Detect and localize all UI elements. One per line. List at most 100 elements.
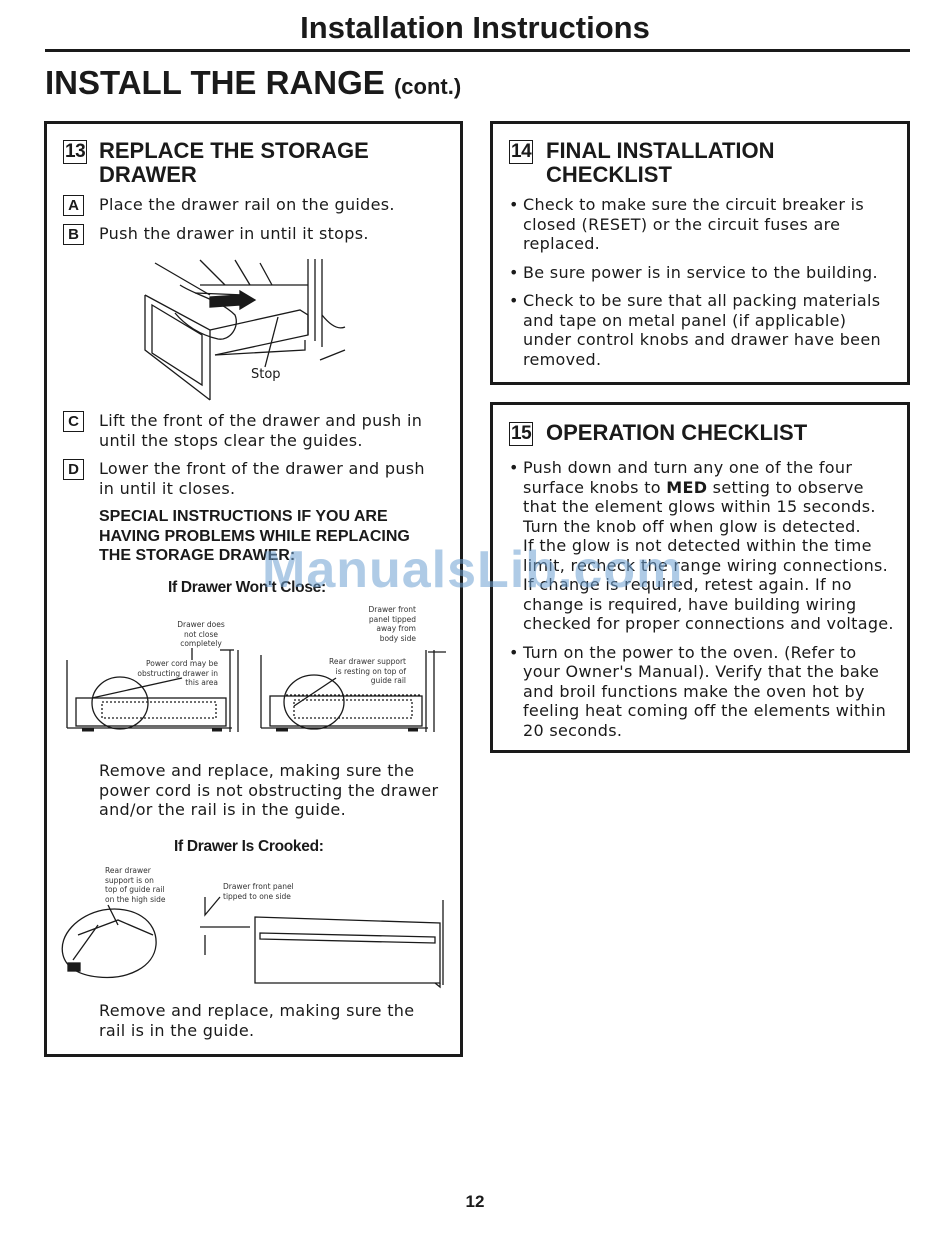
- list-item: Be sure power is in service to the build…: [509, 263, 904, 283]
- step-14-heading: FINAL INSTALLATION CHECKLIST: [546, 139, 775, 187]
- b15-1-l8: change is required, have building wiring: [523, 594, 857, 614]
- fig2-l1: Drawer front: [368, 605, 416, 614]
- page-title: INSTALL THE RANGE (cont.): [45, 64, 461, 102]
- drawer-crooked-detail-figure: [61, 904, 157, 979]
- b15-1-l3: that the element glows within 15 seconds…: [523, 497, 876, 516]
- step-15-panel: [490, 402, 910, 753]
- fig2-l6: is resting on top of: [335, 666, 406, 676]
- step-c-letter: C: [63, 411, 84, 432]
- step-13-heading-line1: REPLACE THE STORAGE: [99, 138, 369, 163]
- fig3-l4: on the high side: [105, 894, 166, 904]
- step-c-text: Lift the front of the drawer and push in…: [99, 411, 422, 450]
- wont-close-heading: If Drawer Won't Close:: [168, 579, 326, 596]
- step-d-letter: D: [63, 459, 84, 480]
- fig2-l7: guide rail: [370, 676, 406, 685]
- fig1-label-cord: Power cord may be obstructing drawer in …: [118, 659, 218, 688]
- fig2-label-front: Drawer front panel tipped away from body…: [352, 605, 416, 643]
- special-instructions: SPECIAL INSTRUCTIONS IF YOU ARE HAVING P…: [99, 507, 410, 566]
- step-b-text: Push the drawer in until it stops.: [99, 224, 369, 243]
- special-line1: SPECIAL INSTRUCTIONS IF YOU ARE: [99, 508, 388, 525]
- b15-1-l2c: setting to observe: [707, 477, 864, 497]
- fig2-label-rear: Rear drawer support is resting on top of…: [318, 657, 406, 686]
- list-item: Push down and turn any one of the four s…: [509, 458, 904, 634]
- remove-replace-1: Remove and replace, making sure the powe…: [99, 761, 438, 820]
- fig4-label: Drawer front panel tipped to one side: [223, 882, 294, 901]
- b14-3-l3: under control knobs and drawer have been: [523, 330, 881, 349]
- stop-label: Stop: [251, 367, 281, 382]
- list-item: Turn on the power to the oven. (Refer to…: [509, 643, 904, 741]
- b15-1-l9: checked for proper connections and volta…: [523, 614, 894, 633]
- remove1-line3: and/or the rail is in the guide.: [99, 800, 346, 819]
- fig3-l2: support is on: [105, 875, 154, 885]
- fig1-l4: Power cord may be: [146, 659, 218, 668]
- step-b-letter: B: [63, 224, 84, 245]
- step-13-panel: [44, 121, 463, 1057]
- list-item: Check to be sure that all packing materi…: [509, 291, 904, 369]
- b14-3-l4: removed.: [523, 349, 602, 369]
- drawer-wont-close-figure-2: [260, 650, 446, 732]
- fig4-l2: tipped to one side: [223, 891, 291, 901]
- b15-1-l4: Turn the knob off when glow is detected.: [523, 516, 861, 536]
- list-item: Check to make sure the circuit breaker i…: [509, 195, 904, 254]
- step-c-line1: Lift the front of the drawer and push in: [99, 411, 423, 430]
- b14-1-l2: closed (RESET) or the circuit fuses are: [523, 214, 841, 234]
- b15-1-l2a: surface knobs to: [523, 477, 667, 497]
- step-14-list: Check to make sure the circuit breaker i…: [509, 195, 904, 378]
- remove2-line1: Remove and replace, making sure the: [99, 1001, 415, 1020]
- watermark: ManualsLib.com: [262, 541, 684, 599]
- step-15-number: 15: [509, 422, 534, 446]
- fig2-l4: body side: [379, 633, 416, 643]
- remove2-line2: rail is in the guide.: [99, 1020, 255, 1040]
- step-13-number: 13: [63, 140, 88, 164]
- step-a-letter: A: [63, 195, 84, 216]
- step-a-text: Place the drawer rail on the guides.: [99, 195, 395, 214]
- step-14-number: 14: [509, 140, 534, 164]
- b14-2-l1: Be sure power is in service to the build…: [523, 262, 878, 282]
- step-14-panel: [490, 121, 910, 385]
- fig3-l3: top of guide rail: [105, 885, 165, 894]
- fig1-l6: this area: [185, 678, 218, 687]
- fig1-l2: not close: [184, 629, 218, 639]
- b14-1-l3: replaced.: [523, 234, 601, 253]
- fig2-l2: panel tipped: [368, 614, 416, 624]
- b15-1-l2b: MED: [666, 477, 708, 497]
- b14-3-l1: Check to be sure that all packing materi…: [523, 291, 881, 310]
- fig1-l3: completely: [180, 639, 222, 648]
- drawer-insert-illustration: [144, 259, 346, 401]
- b15-1-l5: If the glow is not detected within the t…: [523, 536, 872, 555]
- header-title: Installation Instructions: [300, 10, 650, 45]
- page-title-main: INSTALL THE RANGE: [45, 64, 385, 101]
- step-d-line1: Lower the front of the drawer and push: [99, 459, 425, 478]
- step-15-list: Push down and turn any one of the four s…: [509, 458, 904, 749]
- step-15-heading: OPERATION CHECKLIST: [546, 420, 808, 445]
- b15-1-l1: Push down and turn any one of the four: [523, 458, 853, 477]
- fig1-label-top: Drawer does not close completely: [166, 620, 236, 649]
- step-14-heading-line1: FINAL INSTALLATION: [546, 138, 775, 163]
- fig3-l1: Rear drawer: [105, 866, 151, 875]
- fig1-l1: Drawer does: [177, 620, 225, 629]
- page-title-cont: (cont.): [393, 74, 462, 99]
- drawer-crooked-front-figure: [200, 896, 444, 989]
- fig4-l1: Drawer front panel: [223, 882, 294, 891]
- b14-3-l2: and tape on metal panel (if applicable): [523, 310, 847, 330]
- crooked-heading: If Drawer Is Crooked:: [174, 838, 324, 855]
- b15-2-l5: 20 seconds.: [523, 720, 623, 740]
- special-line2: HAVING PROBLEMS WHILE REPLACING: [99, 527, 410, 545]
- b14-1-l1: Check to make sure the circuit breaker i…: [523, 195, 864, 214]
- page-number: 12: [465, 1192, 485, 1211]
- remove-replace-2: Remove and replace, making sure the rail…: [99, 1001, 414, 1040]
- step-c-line2: until the stops clear the guides.: [99, 430, 363, 450]
- b15-1-l6: limit, recheck the range wiring connecti…: [523, 555, 889, 575]
- fig3-label: Rear drawer support is on top of guide r…: [105, 866, 166, 904]
- fig2-l5: Rear drawer support: [328, 657, 406, 666]
- step-d-line2: in until it closes.: [99, 478, 236, 498]
- step-13-heading: REPLACE THE STORAGE DRAWER: [99, 139, 369, 187]
- b15-2-l3: and broil functions make the oven hot by: [523, 681, 865, 701]
- fig1-l5: obstructing drawer in: [137, 668, 218, 678]
- remove1-line1: Remove and replace, making sure the: [99, 761, 415, 780]
- step-13-heading-line2: DRAWER: [99, 162, 197, 187]
- fig2-l3: away from: [376, 624, 416, 633]
- special-line3: THE STORAGE DRAWER:: [99, 547, 296, 564]
- header-divider: [45, 49, 910, 52]
- b15-2-l2: your Owner's Manual). Verify that the ba…: [523, 662, 880, 681]
